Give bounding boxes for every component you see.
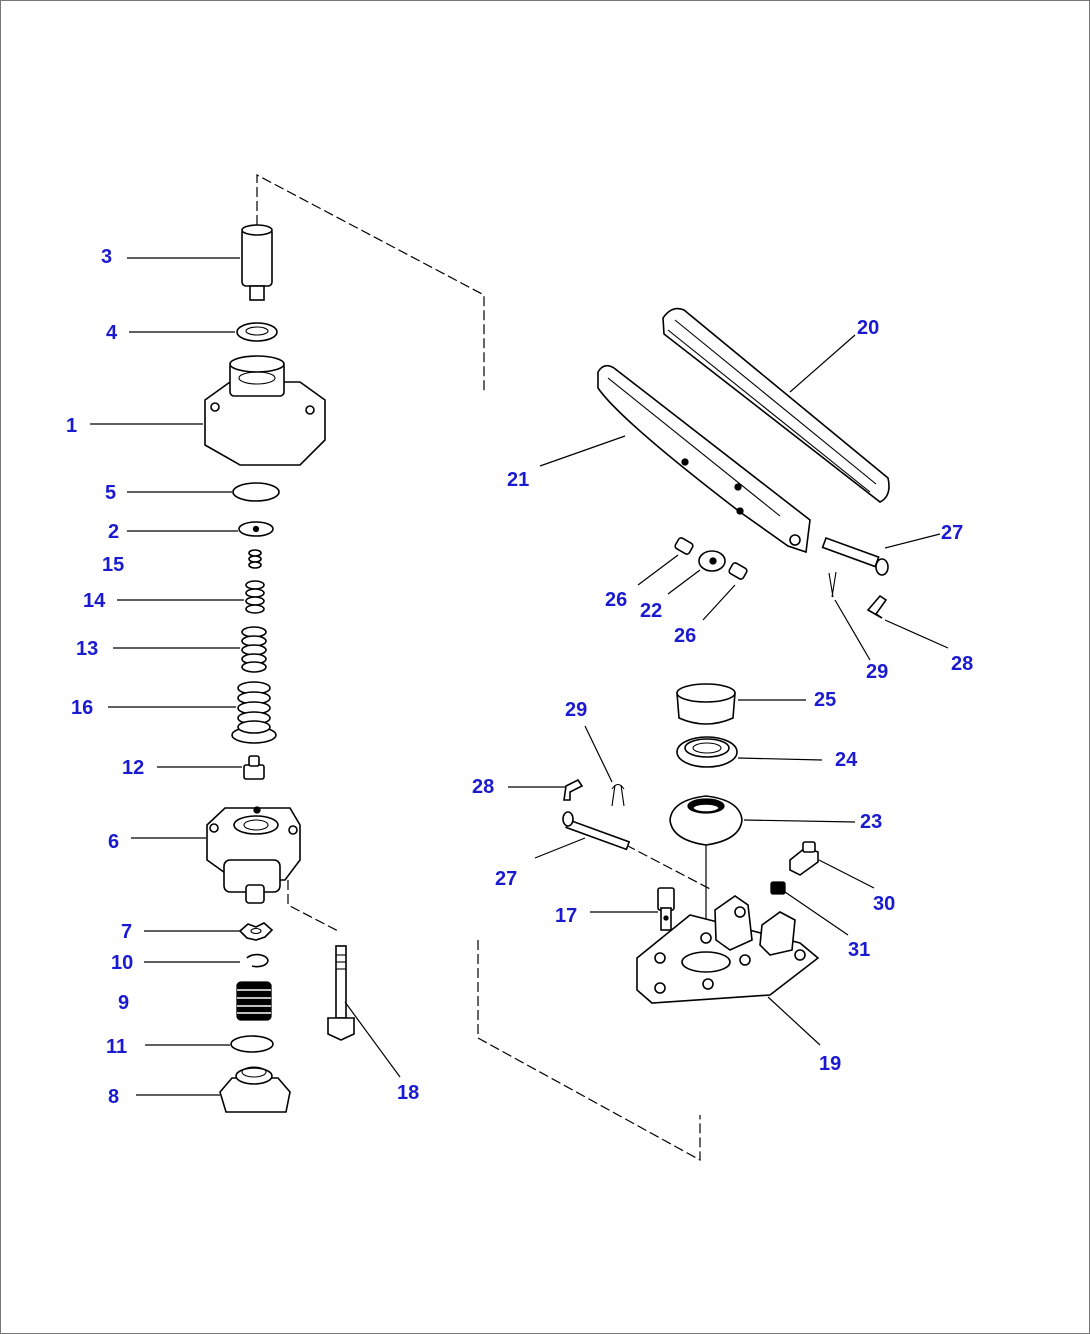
part-2-washer xyxy=(238,521,274,537)
label-part-15: 15 xyxy=(102,554,124,576)
part-16-spring-seat xyxy=(231,681,277,744)
label-part-2: 2 xyxy=(108,521,119,543)
part-10-snap-ring xyxy=(246,953,269,968)
part-1-upper-body xyxy=(204,355,326,466)
part-5-o-ring xyxy=(232,482,280,502)
part-number-labels: 3 4 1 5 2 15 14 13 16 12 6 7 10 9 11 8 1… xyxy=(66,246,973,1108)
part-28-clip-upper xyxy=(866,594,888,619)
part-13-spring xyxy=(241,626,267,673)
label-part-27-upper: 27 xyxy=(941,522,963,544)
part-28-clip-lower xyxy=(563,778,584,801)
label-part-26-left: 26 xyxy=(605,589,627,611)
part-3-plunger xyxy=(241,224,273,301)
label-part-23: 23 xyxy=(860,811,882,833)
part-27-pin-upper xyxy=(821,536,889,576)
part-30-grease-fitting xyxy=(789,841,819,876)
label-part-4: 4 xyxy=(106,322,118,344)
part-19-base-plate xyxy=(636,895,820,1004)
part-26-bushing-right xyxy=(728,562,748,580)
label-part-9: 9 xyxy=(118,992,129,1014)
label-part-28-lower: 28 xyxy=(472,776,494,798)
label-part-17: 17 xyxy=(555,905,577,927)
label-part-24: 24 xyxy=(835,749,858,771)
label-part-29-lower: 29 xyxy=(565,699,587,721)
leader-lines xyxy=(90,257,949,1096)
label-part-6: 6 xyxy=(108,831,119,853)
part-31-nut xyxy=(770,881,786,895)
part-29-cotter-pin-upper xyxy=(828,571,837,598)
label-part-8: 8 xyxy=(108,1086,119,1108)
assembly-line-bottom xyxy=(477,940,701,1162)
part-25-dust-cap xyxy=(676,683,736,725)
label-part-14: 14 xyxy=(83,590,106,612)
label-part-7: 7 xyxy=(121,921,132,943)
label-part-5: 5 xyxy=(105,482,116,504)
label-part-31: 31 xyxy=(848,939,870,961)
part-6-lower-body xyxy=(206,806,301,904)
part-21-pedal-arm xyxy=(597,364,811,554)
label-part-18: 18 xyxy=(397,1082,419,1104)
part-15-small-spring xyxy=(248,549,262,569)
part-9-spring xyxy=(236,981,272,1021)
part-29-cotter-pin-lower xyxy=(611,783,625,807)
part-12-plug xyxy=(243,755,265,780)
part-4-seal xyxy=(236,322,278,342)
part-24-seal xyxy=(676,736,738,768)
assembly-line-bolt-18 xyxy=(287,880,341,933)
label-part-29-upper: 29 xyxy=(866,661,888,683)
label-part-27-lower: 27 xyxy=(495,868,517,890)
part-20-pedal-cover xyxy=(662,307,890,503)
label-part-26-right: 26 xyxy=(674,625,696,647)
part-7-lock-washer xyxy=(238,922,274,941)
part-23-boot xyxy=(669,795,743,846)
label-part-25: 25 xyxy=(814,689,836,711)
part-8-cap xyxy=(219,1066,291,1113)
part-26-bushing-left xyxy=(674,537,694,555)
part-11-o-ring xyxy=(230,1035,274,1053)
assembly-line-top xyxy=(256,174,485,392)
label-part-28-upper: 28 xyxy=(951,653,973,675)
label-part-12: 12 xyxy=(122,757,144,779)
label-part-1: 1 xyxy=(66,415,77,437)
label-part-30: 30 xyxy=(873,893,895,915)
label-part-19: 19 xyxy=(819,1053,841,1075)
label-part-22: 22 xyxy=(640,600,662,622)
label-part-20: 20 xyxy=(857,317,879,339)
part-17-bolt xyxy=(657,887,675,931)
label-part-16: 16 xyxy=(71,697,93,719)
part-18-bolt xyxy=(327,945,355,1041)
label-part-13: 13 xyxy=(76,638,98,660)
label-part-10: 10 xyxy=(111,952,133,974)
part-14-spring xyxy=(245,580,265,614)
label-part-3: 3 xyxy=(101,246,112,268)
label-part-21: 21 xyxy=(507,469,529,491)
assembly-line-bolt-27 xyxy=(625,844,713,891)
label-part-11: 11 xyxy=(106,1036,127,1058)
part-22-roller xyxy=(698,550,726,572)
part-27-bolt-lower xyxy=(562,811,631,851)
